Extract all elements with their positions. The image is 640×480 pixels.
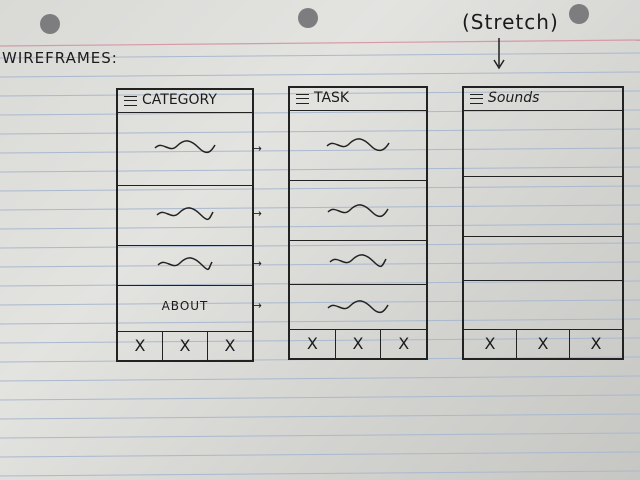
screen-title: TASK [314, 90, 350, 106]
list-item[interactable]: → [118, 112, 262, 186]
rule-line [0, 451, 640, 458]
header-bar: CATEGORY [118, 90, 252, 113]
list-item[interactable] [464, 110, 622, 177]
wireframes-heading: WIREFRAMES: [2, 49, 118, 67]
list-item[interactable]: → [118, 245, 262, 286]
hamburger-menu-icon[interactable] [470, 94, 483, 104]
tab-item[interactable]: X [118, 332, 163, 360]
chevron-right-icon: → [252, 142, 262, 155]
arrow-down-icon [493, 38, 505, 70]
tab-item[interactable]: X [290, 330, 336, 358]
chevron-right-icon: → [252, 257, 262, 270]
list-item-about[interactable]: ABOUT → [118, 285, 262, 330]
tab-item[interactable]: X [590, 334, 602, 353]
list-item[interactable] [290, 110, 426, 181]
punch-hole [298, 8, 318, 28]
list-item[interactable] [464, 236, 622, 281]
list-item[interactable]: → [118, 185, 262, 246]
wireframe-category: CATEGORY → → → ABOUT → X X X [116, 88, 262, 362]
wireframe-task: TASK X X X [288, 86, 428, 360]
screen-title: CATEGORY [142, 92, 217, 108]
tab-item[interactable]: X [224, 336, 236, 355]
list-item[interactable] [290, 180, 426, 241]
rule-line [0, 394, 640, 401]
placeholder-text-squiggle [154, 140, 216, 154]
placeholder-text-squiggle [327, 204, 389, 218]
margin-line [0, 39, 640, 47]
placeholder-text-squiggle [156, 207, 214, 221]
header-bar: TASK [290, 88, 426, 111]
list-item[interactable] [290, 284, 426, 332]
rule-line [0, 413, 640, 420]
bottom-tab-bar: X X X [464, 329, 622, 358]
rule-line [0, 432, 640, 439]
about-label: ABOUT [161, 299, 209, 313]
list-item[interactable] [290, 240, 426, 285]
tab-item[interactable]: X [517, 330, 570, 358]
screen-title: Sounds [488, 90, 540, 106]
header-bar: Sounds [464, 88, 622, 111]
bottom-tab-bar: X X X [118, 331, 252, 360]
tab-item[interactable]: X [163, 332, 208, 360]
rule-line [0, 470, 640, 477]
placeholder-text-squiggle [329, 254, 387, 268]
stretch-annotation: (Stretch) [462, 10, 559, 34]
tab-item[interactable]: X [336, 330, 382, 358]
hamburger-menu-icon[interactable] [124, 96, 137, 106]
placeholder-text-squiggle [327, 300, 389, 314]
placeholder-text-squiggle [157, 257, 213, 271]
bottom-tab-bar: X X X [290, 329, 426, 358]
tab-item[interactable]: X [398, 334, 410, 353]
list-item[interactable] [464, 176, 622, 237]
chevron-right-icon: → [252, 207, 262, 220]
placeholder-text-squiggle [326, 138, 390, 152]
wireframe-sounds: Sounds X X X [462, 86, 624, 360]
punch-hole [569, 4, 589, 24]
chevron-right-icon: → [252, 299, 262, 312]
list-item[interactable] [464, 280, 622, 332]
punch-hole [40, 14, 60, 34]
hamburger-menu-icon[interactable] [296, 94, 309, 104]
rule-line [0, 375, 640, 382]
tab-item[interactable]: X [464, 330, 517, 358]
rule-line [0, 71, 640, 78]
